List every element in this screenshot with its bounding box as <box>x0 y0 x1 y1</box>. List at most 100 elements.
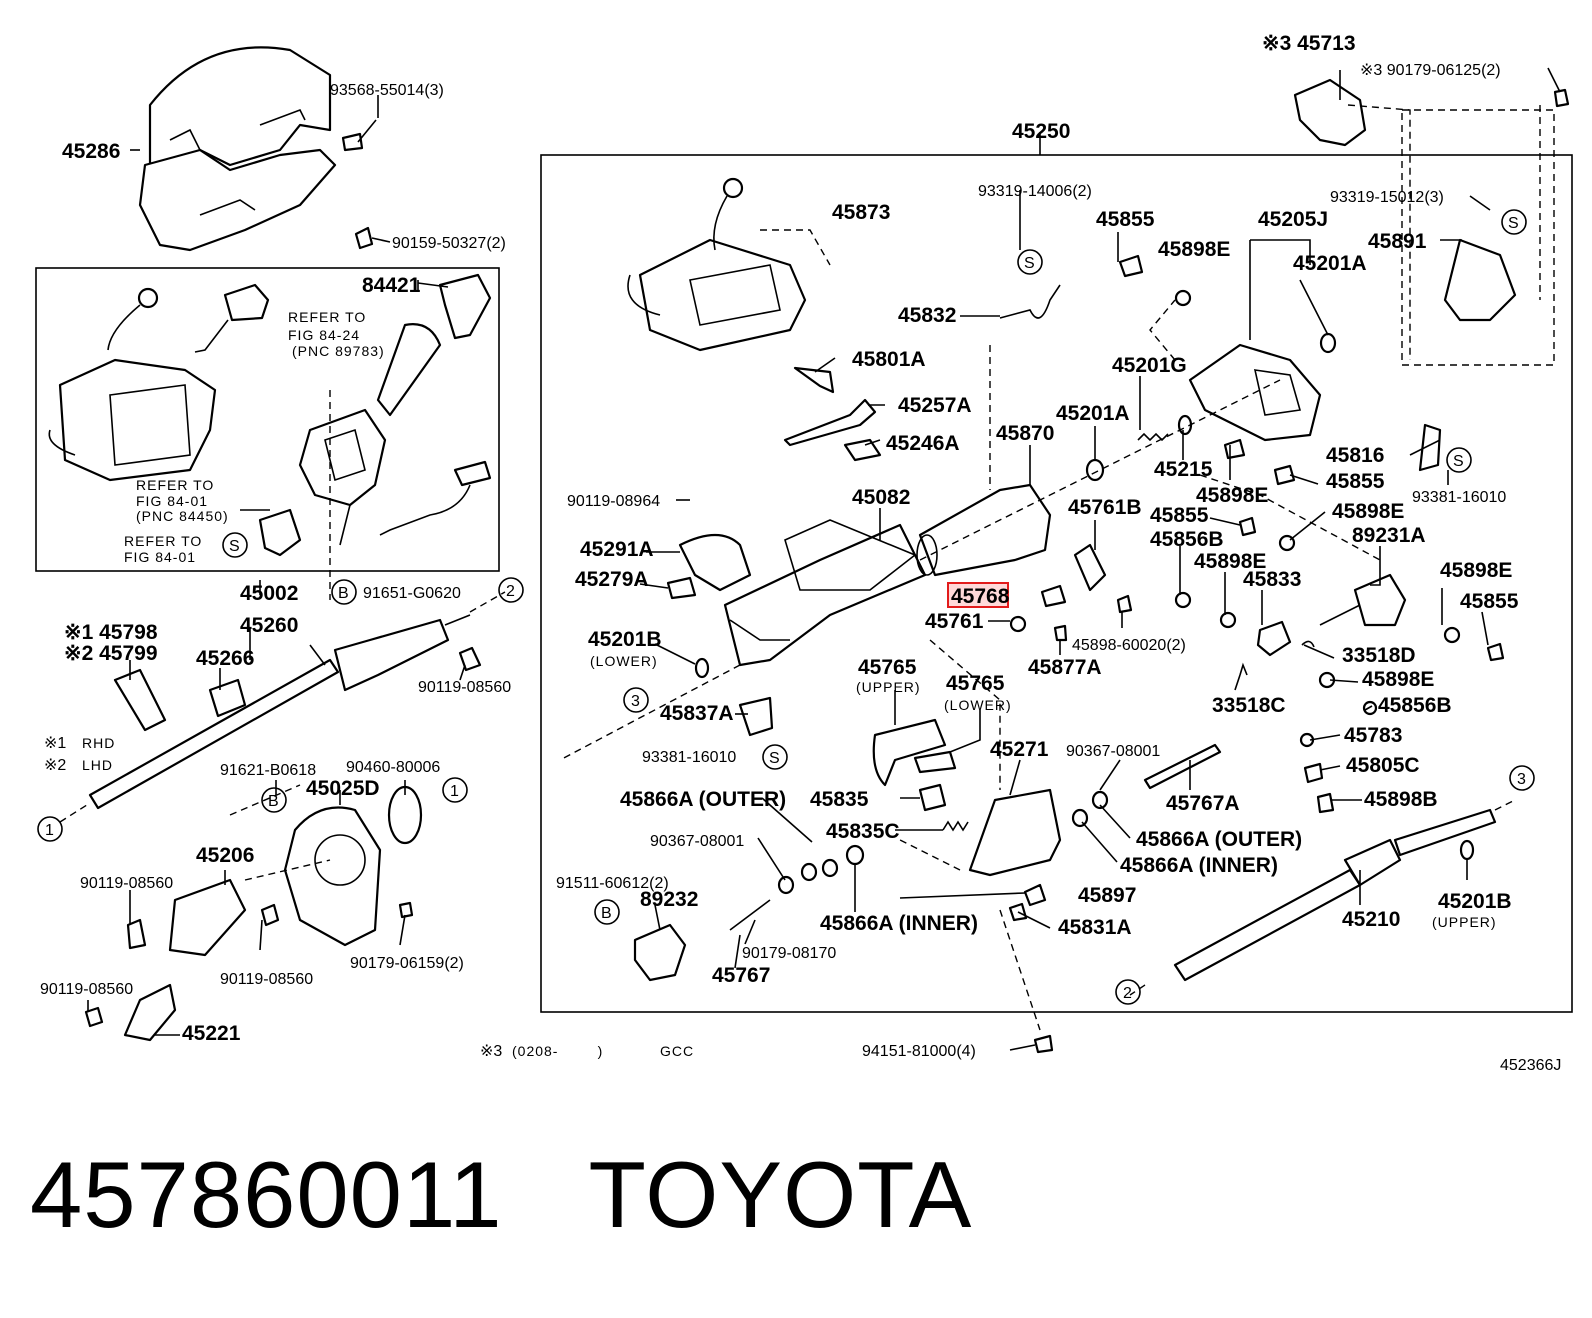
callout-label-45768: 45768 <box>951 585 1010 608</box>
diagram-code: 452366J <box>1500 1057 1561 1074</box>
svg-text:S: S <box>1024 255 1035 272</box>
callout-label: ※1 45798 <box>64 621 158 644</box>
refer-note-line: (PNC 84450) <box>136 508 229 524</box>
callout-label: 45025D <box>306 777 380 800</box>
switch-45713-drawing <box>1293 78 1367 147</box>
callout-label: 45855 <box>1096 208 1155 231</box>
callout-label: 45761B <box>1068 496 1142 519</box>
bracket-45816-drawing <box>1418 423 1442 472</box>
svg-text:B: B <box>601 905 612 922</box>
lock-cylinder-small-drawing <box>258 508 302 557</box>
callout-label: 45082 <box>852 486 910 509</box>
callout-label: 45898E <box>1362 668 1434 691</box>
assembly-frame-45250 <box>540 154 1573 1013</box>
callout-label: 45898B <box>1364 788 1438 811</box>
callout-label: 45877A <box>1028 656 1102 679</box>
dashed-centerlines <box>559 104 1541 1031</box>
callout-label: 45837A <box>660 702 734 725</box>
part-45877a-drawing <box>1053 624 1068 642</box>
part-number: 457860011 <box>30 1142 503 1247</box>
callout-label: 91511-60612(2) <box>556 875 669 892</box>
callout-label: 45898E <box>1332 500 1404 523</box>
callout-label: 90367-08001 <box>650 833 744 850</box>
callout-label: 45866A (OUTER) <box>620 788 786 811</box>
callout-label: 45898-60020(2) <box>1072 637 1186 654</box>
callout-label: 45250 <box>1012 120 1070 143</box>
callout-label: 45221 <box>182 1022 241 1045</box>
callout-label: 45898E <box>1440 559 1512 582</box>
svg-text:B: B <box>338 585 349 602</box>
lock-subassembly-frame <box>35 267 500 572</box>
callout-label: 45767A <box>1166 792 1240 815</box>
callout-label: 45260 <box>240 614 298 637</box>
callout-label: (UPPER) <box>1432 914 1497 930</box>
callout-label: 45855 <box>1150 504 1209 527</box>
gcc-option-frame <box>1401 109 1555 366</box>
callout-label: 45873 <box>832 201 890 224</box>
lever-45257a-drawing <box>783 398 877 447</box>
ref-marker-b: B <box>331 579 357 605</box>
reference-markers: S S S S S B B B 2 1 1 3 3 2 <box>37 209 1535 1005</box>
pad-45279a-drawing <box>666 576 697 600</box>
svg-text:1: 1 <box>45 822 54 839</box>
note-mark: ※3 <box>480 1043 502 1060</box>
bolt-45767a-drawing <box>1143 743 1222 790</box>
callout-label: 90460-80006 <box>346 759 440 776</box>
callout-label: 45279A <box>575 568 649 591</box>
callout-label: 45856B <box>1378 694 1452 717</box>
callout-label: 93381-16010 <box>1412 489 1506 506</box>
svg-text:1: 1 <box>450 783 459 800</box>
ref-marker-b: B <box>261 787 287 813</box>
callout-label: 45767 <box>712 964 770 987</box>
callout-label: 45870 <box>996 422 1054 445</box>
bolt-45767-drawing <box>729 899 771 931</box>
callout-label: ※3 90179-06125(2) <box>1360 62 1501 79</box>
ref-marker-s: S <box>1501 209 1527 235</box>
svg-text:3: 3 <box>631 693 640 710</box>
bracket-45271-drawing <box>968 788 1062 877</box>
callout-label: 45765 <box>858 656 917 679</box>
callout-label: 45215 <box>1154 458 1213 481</box>
callout-label: 45833 <box>1243 568 1301 591</box>
callout-label: (UPPER) <box>856 679 921 695</box>
spring-45835c-drawing <box>942 820 969 832</box>
ref-marker-1: 1 <box>442 777 468 803</box>
clamp-90460-drawing <box>387 785 423 845</box>
ref-marker-s: S <box>1017 249 1043 275</box>
callout-label: 93568-55014(3) <box>330 82 444 99</box>
ref-marker-1: 1 <box>37 816 63 842</box>
callout-label: 33518C <box>1212 694 1286 717</box>
column-tube-45082-drawing <box>723 519 927 667</box>
callout-label: 45855 <box>1460 590 1519 613</box>
callout-label: 45761 <box>925 610 984 633</box>
refer-note-line: (PNC 89783) <box>292 343 385 359</box>
callout-label: 45855 <box>1326 470 1385 493</box>
refer-note-line: REFER TO <box>288 309 366 325</box>
bracket-45801a-drawing <box>793 366 835 394</box>
callout-label: (LOWER) <box>944 697 1012 713</box>
spacer-45765-lower-drawing <box>913 750 957 774</box>
part-45833-drawing <box>1256 620 1292 657</box>
bracket-45837a-drawing <box>738 696 774 737</box>
callout-label: 45201B <box>588 628 662 651</box>
support-45870-drawing <box>916 483 1052 577</box>
svg-text:S: S <box>769 750 780 767</box>
screw-93568-drawing <box>341 119 377 152</box>
column-cover-drawing <box>138 46 337 252</box>
callout-label: 45897 <box>1078 884 1136 907</box>
part-45761-drawing <box>1009 615 1027 633</box>
callout-label: 90119-08560 <box>418 679 511 696</box>
bolt-90119-a-drawing <box>458 646 482 672</box>
yoke-45221-drawing <box>123 983 177 1042</box>
callout-label: 45898E <box>1194 550 1266 573</box>
callout-label: ※3 45713 <box>1262 32 1356 55</box>
ref-marker-s: S <box>222 532 248 558</box>
callout-label: (LOWER) <box>590 653 658 669</box>
callout-label: 90119-08560 <box>80 875 173 892</box>
note-range: (0208- ) <box>512 1043 603 1059</box>
cover-45025d-drawing <box>283 806 382 947</box>
sensor-89231a-drawing <box>1319 573 1407 627</box>
lock-body-drawing <box>298 408 387 546</box>
clip-45246a-drawing <box>843 438 882 462</box>
callout-label: 89231A <box>1352 524 1426 547</box>
